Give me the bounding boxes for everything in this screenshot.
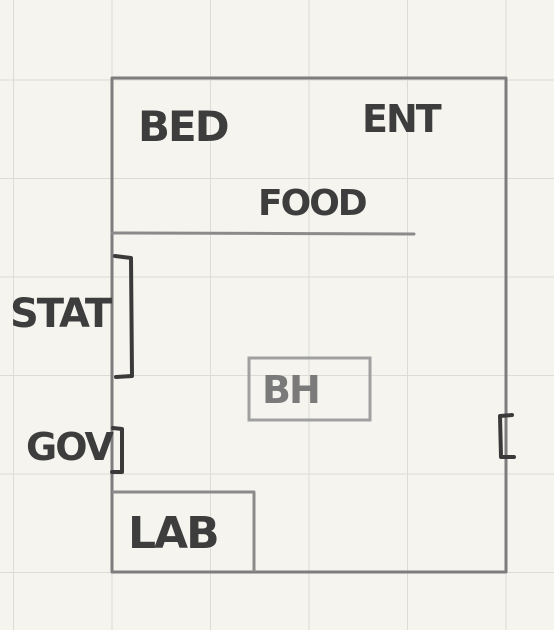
lab-box (112, 490, 256, 572)
gov-bracket (110, 426, 124, 474)
stat-label: STAT (10, 291, 112, 337)
bh-label: BH (262, 368, 321, 412)
bh-box (247, 356, 372, 422)
gov-label: GOV (26, 425, 114, 469)
outer-wall-outline (110, 76, 508, 574)
ent-label: ENT (362, 97, 442, 141)
stat-bracket (113, 254, 134, 379)
right-wall-bracket (498, 413, 516, 459)
bed-label: BED (138, 102, 230, 151)
lab-label: LAB (128, 508, 220, 559)
food-divider-line (110, 231, 416, 236)
food-label: FOOD (258, 183, 368, 224)
